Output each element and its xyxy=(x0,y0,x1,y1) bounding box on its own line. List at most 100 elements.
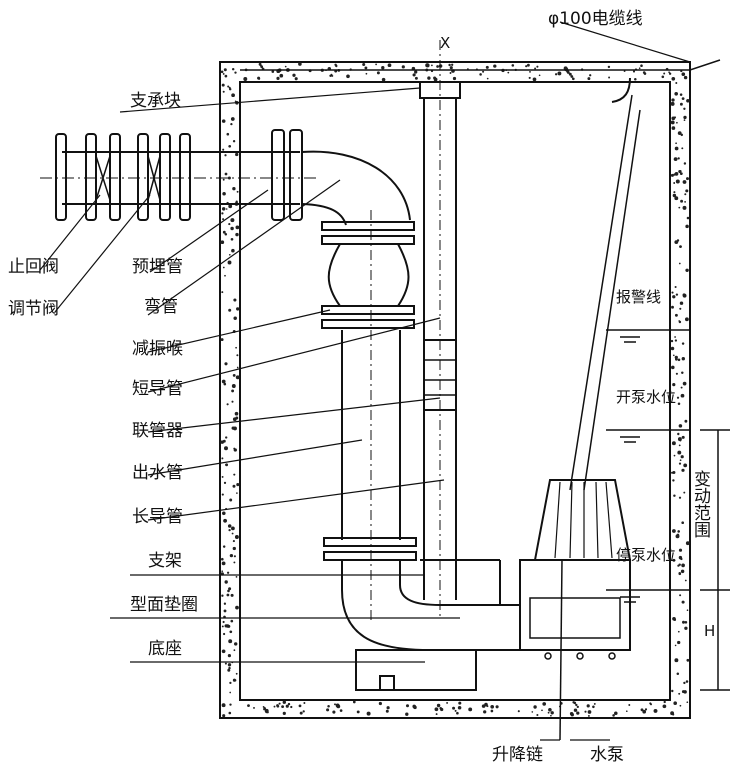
concrete-dot xyxy=(678,563,681,566)
concrete-dot xyxy=(427,76,431,80)
concrete-dot xyxy=(229,681,232,685)
concrete-dot xyxy=(451,63,454,66)
concrete-dot xyxy=(235,232,239,237)
concrete-dot xyxy=(587,77,591,81)
concrete-dot xyxy=(486,77,489,80)
concrete-dot xyxy=(234,100,237,103)
concrete-dot xyxy=(224,172,228,176)
concrete-dot xyxy=(662,704,667,709)
concrete-dot xyxy=(335,64,338,68)
concrete-dot xyxy=(438,64,443,68)
concrete-dot xyxy=(679,93,683,96)
pump-volute xyxy=(519,559,631,651)
concrete-dot xyxy=(457,706,462,710)
concrete-dot xyxy=(446,701,449,704)
concrete-dot xyxy=(279,73,284,78)
concrete-dot xyxy=(222,90,225,93)
concrete-dot xyxy=(233,316,237,320)
concrete-dot xyxy=(326,708,330,712)
concrete-dot xyxy=(548,708,552,712)
concrete-dot xyxy=(225,208,228,210)
flange-group-left xyxy=(55,129,303,221)
concrete-dot xyxy=(685,224,689,229)
concrete-dot xyxy=(230,237,234,241)
concrete-dot xyxy=(227,654,231,658)
concrete-dot xyxy=(235,576,238,578)
concrete-dot xyxy=(680,569,685,574)
concrete-dot xyxy=(612,714,615,717)
concrete-dot xyxy=(674,313,678,317)
concrete-dot xyxy=(672,529,676,533)
concrete-dot xyxy=(678,555,683,560)
concrete-dot xyxy=(634,77,637,81)
concrete-dot xyxy=(221,570,224,573)
concrete-dot xyxy=(362,62,366,67)
concrete-dot xyxy=(676,239,680,242)
concrete-dot xyxy=(571,77,575,81)
concrete-dot xyxy=(678,572,681,575)
concrete-dot xyxy=(228,253,231,256)
concrete-dot xyxy=(679,459,682,462)
concrete-dot xyxy=(674,285,677,289)
concrete-dot xyxy=(576,705,579,709)
concrete-dot xyxy=(222,266,225,269)
concrete-dot xyxy=(223,68,227,72)
concrete-dot xyxy=(684,201,686,203)
concrete-dot xyxy=(220,440,224,444)
concrete-dot xyxy=(226,132,230,136)
concrete-dot xyxy=(495,705,499,709)
concrete-dot xyxy=(672,713,675,716)
concrete-dot xyxy=(671,689,674,693)
concrete-dot xyxy=(234,642,238,646)
concrete-texture xyxy=(220,62,690,718)
damping-joint-label: 减振喉 xyxy=(132,339,183,359)
concrete-dot xyxy=(677,402,681,405)
concrete-dot xyxy=(232,373,236,377)
concrete-dot xyxy=(228,711,232,715)
concrete-dot xyxy=(229,703,232,706)
concrete-dot xyxy=(670,173,674,177)
concrete-dot xyxy=(224,154,227,157)
concrete-dot xyxy=(449,72,452,74)
concrete-dot xyxy=(678,169,682,174)
concrete-dot xyxy=(232,187,236,191)
concrete-dot xyxy=(649,703,653,706)
concrete-dot xyxy=(511,64,515,67)
concrete-dot xyxy=(653,708,658,713)
concrete-dot xyxy=(425,63,430,68)
concrete-dot xyxy=(677,358,681,362)
concrete-dot xyxy=(682,180,687,184)
concrete-dot xyxy=(673,182,676,184)
concrete-dot xyxy=(566,70,570,74)
concrete-dot xyxy=(329,74,332,77)
concrete-dot xyxy=(679,307,682,310)
concrete-dot xyxy=(681,371,684,374)
concrete-dot xyxy=(281,705,285,709)
concrete-dot xyxy=(673,494,676,497)
concrete-dot xyxy=(227,260,232,265)
concrete-dot xyxy=(231,426,235,430)
concrete-dot xyxy=(685,680,689,683)
concrete-dot xyxy=(226,571,230,574)
concrete-dot xyxy=(681,690,685,694)
gasket-label: 型面垫圈 xyxy=(130,595,198,615)
concrete-dot xyxy=(682,620,685,624)
concrete-dot xyxy=(221,83,225,87)
concrete-dot xyxy=(674,92,678,96)
concrete-dot xyxy=(405,704,410,708)
concrete-dot xyxy=(681,468,685,472)
concrete-dot xyxy=(536,713,539,717)
concrete-dot xyxy=(670,339,674,343)
concrete-dot xyxy=(531,711,534,713)
concrete-dot xyxy=(221,557,224,561)
concrete-dot xyxy=(221,457,224,460)
concrete-dot xyxy=(221,625,224,628)
concrete-dot xyxy=(285,704,289,708)
concrete-dot xyxy=(677,530,680,533)
concrete-dot xyxy=(290,705,293,709)
concrete-dot xyxy=(684,419,688,423)
concrete-dot xyxy=(378,701,383,706)
water-level-marks xyxy=(606,329,730,691)
concrete-dot xyxy=(232,546,236,551)
concrete-dot xyxy=(570,713,574,717)
